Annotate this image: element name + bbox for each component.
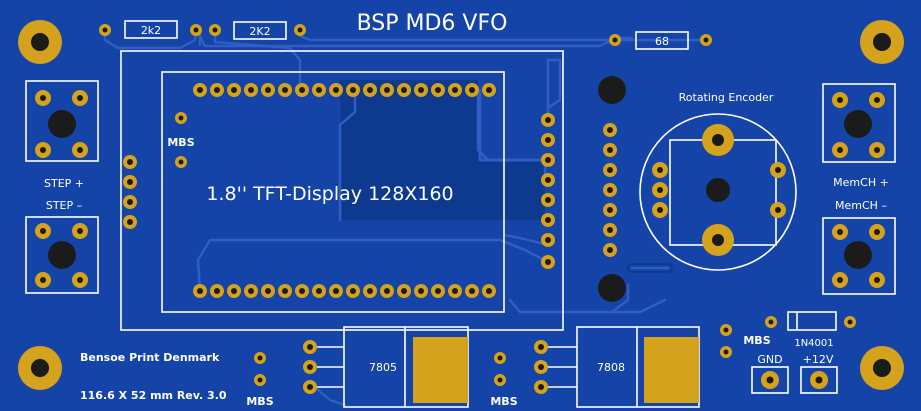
- resistor-r2-label: 2K2: [249, 25, 270, 38]
- display-screen-outline: [161, 71, 505, 313]
- mbs-label-power1: MBS: [246, 395, 273, 408]
- display-header-bottom: [193, 284, 496, 298]
- mbs-pads-power3: MBS: [720, 324, 771, 358]
- step-minus-button: STEP –: [25, 199, 99, 294]
- gnd-label: GND: [757, 353, 782, 366]
- resistor-r3-label: 68: [655, 35, 669, 48]
- v12-label: +12V: [803, 353, 834, 366]
- left-connector: [123, 155, 137, 229]
- board-title: BSP MD6 VFO: [357, 11, 508, 36]
- mounting-holes: [18, 20, 904, 390]
- diode-label: 1N4001: [794, 338, 833, 349]
- diode-1n4001: 1N4001: [765, 311, 856, 349]
- v12-terminal: [800, 366, 838, 394]
- regulator-7808-label: 7808: [597, 361, 625, 374]
- mcu-connector: [603, 123, 617, 257]
- resistor-r2: 2K2: [209, 21, 306, 40]
- step-plus-button: STEP +: [25, 80, 99, 190]
- resistor-r3: 68: [609, 31, 712, 50]
- display-side-connector: [541, 113, 555, 269]
- mbs-pads-power1: [254, 352, 266, 386]
- memch-minus-button: MemCH –: [822, 199, 896, 295]
- memch-plus-label: MemCH +: [833, 176, 889, 189]
- mbs-label-power3: MBS: [743, 334, 770, 347]
- step-minus-label: STEP –: [46, 199, 82, 212]
- regulator-7805: 7805: [303, 326, 469, 408]
- slot-pad: [627, 263, 673, 273]
- display-header-top: [193, 83, 496, 97]
- display-label: 1.8'' TFT-Display 128X160: [206, 183, 453, 205]
- encoder-label: Rotating Encoder: [679, 91, 774, 104]
- maker-label: Bensoe Print Denmark: [80, 351, 220, 364]
- memch-plus-button: MemCH +: [822, 83, 896, 189]
- step-plus-label: STEP +: [44, 177, 84, 190]
- via-hole-bottom: [598, 274, 626, 302]
- mbs-pads-power2: MBS: [490, 352, 518, 408]
- regulator-7808: 7808: [534, 326, 700, 408]
- resistor-r1: 2k2: [99, 20, 202, 39]
- rotating-encoder: Rotating Encoder: [639, 91, 797, 271]
- size-rev-label: 116.6 X 52 mm Rev. 3.0: [80, 389, 227, 402]
- via-hole-top: [598, 76, 626, 104]
- mbs-pads-display: MBS: [167, 112, 195, 168]
- mbs-label-display: MBS: [167, 136, 194, 149]
- resistor-r1-label: 2k2: [141, 24, 161, 37]
- gnd-terminal: [751, 366, 789, 394]
- regulator-7805-label: 7805: [369, 361, 397, 374]
- copper-pour: [340, 80, 545, 220]
- display-module-outline: [120, 50, 564, 331]
- memch-minus-label: MemCH –: [835, 199, 887, 212]
- trace-group: [103, 28, 707, 407]
- mbs-label-power2: MBS: [490, 395, 517, 408]
